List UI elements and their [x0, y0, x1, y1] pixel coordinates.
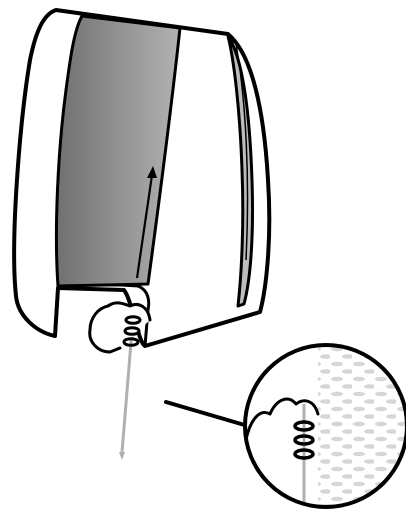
hand-icon: [90, 303, 150, 352]
zoom-detail-callout: [245, 340, 406, 515]
hand-with-cord: [90, 303, 150, 460]
callout-leader-line: [166, 402, 248, 426]
cord-end-tip: [119, 452, 125, 460]
mesh-texture: [318, 340, 406, 515]
lampshade-body: [14, 10, 269, 346]
